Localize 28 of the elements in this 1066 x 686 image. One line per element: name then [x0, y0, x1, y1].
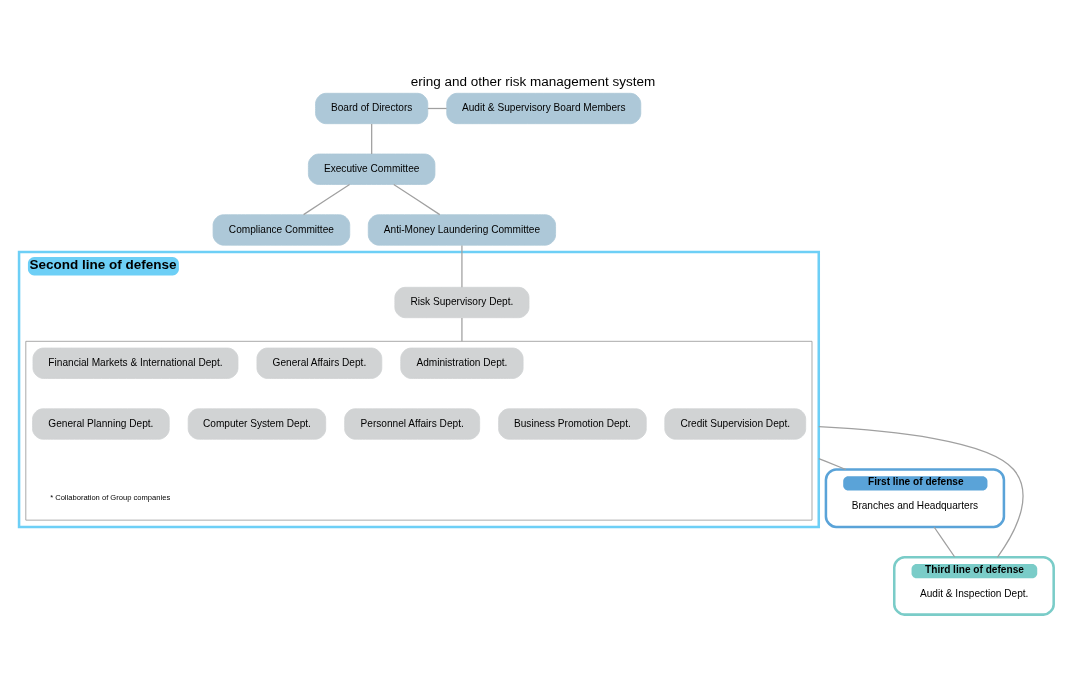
node-box: First line of defense Branches and Headquarters — [824, 468, 1006, 529]
connector — [427, 107, 448, 110]
node-box: Business Promotion Dept. — [498, 408, 647, 440]
connector — [933, 526, 956, 558]
node-box: Risk Supervisory Dept. — [394, 286, 530, 319]
node-box: Administration Dept. — [400, 347, 524, 379]
node-box: Anti-Money Laundering Committee — [367, 214, 556, 246]
node-box: Executive Committee — [307, 153, 436, 185]
node-box: General Affairs Dept. — [256, 347, 383, 379]
node-box: Audit & Supervisory Board Members — [446, 92, 642, 125]
diagram-title: ering and other risk management system — [410, 73, 656, 89]
node-box: Financial Markets & International Dept. — [32, 347, 239, 379]
node-box: Third line of defense Audit & Inspection Dept. — [893, 556, 1055, 616]
cluster — [25, 340, 813, 521]
label: * Collaboration of Group companies — [50, 493, 171, 503]
connector — [302, 183, 351, 216]
connector — [393, 183, 441, 216]
connector — [371, 123, 373, 155]
connector — [461, 244, 463, 288]
node-box: Personnel Affairs Dept. — [344, 408, 481, 440]
connector — [818, 426, 1024, 558]
node-box: General Planning Dept. — [32, 408, 170, 440]
node-box: Computer System Dept. — [187, 408, 327, 440]
connector — [818, 457, 847, 471]
connector — [461, 317, 463, 342]
node-box: Compliance Committee — [212, 214, 351, 246]
node-box: Credit Supervision Dept. — [664, 408, 807, 440]
node-box: Board of Directors — [315, 92, 429, 125]
